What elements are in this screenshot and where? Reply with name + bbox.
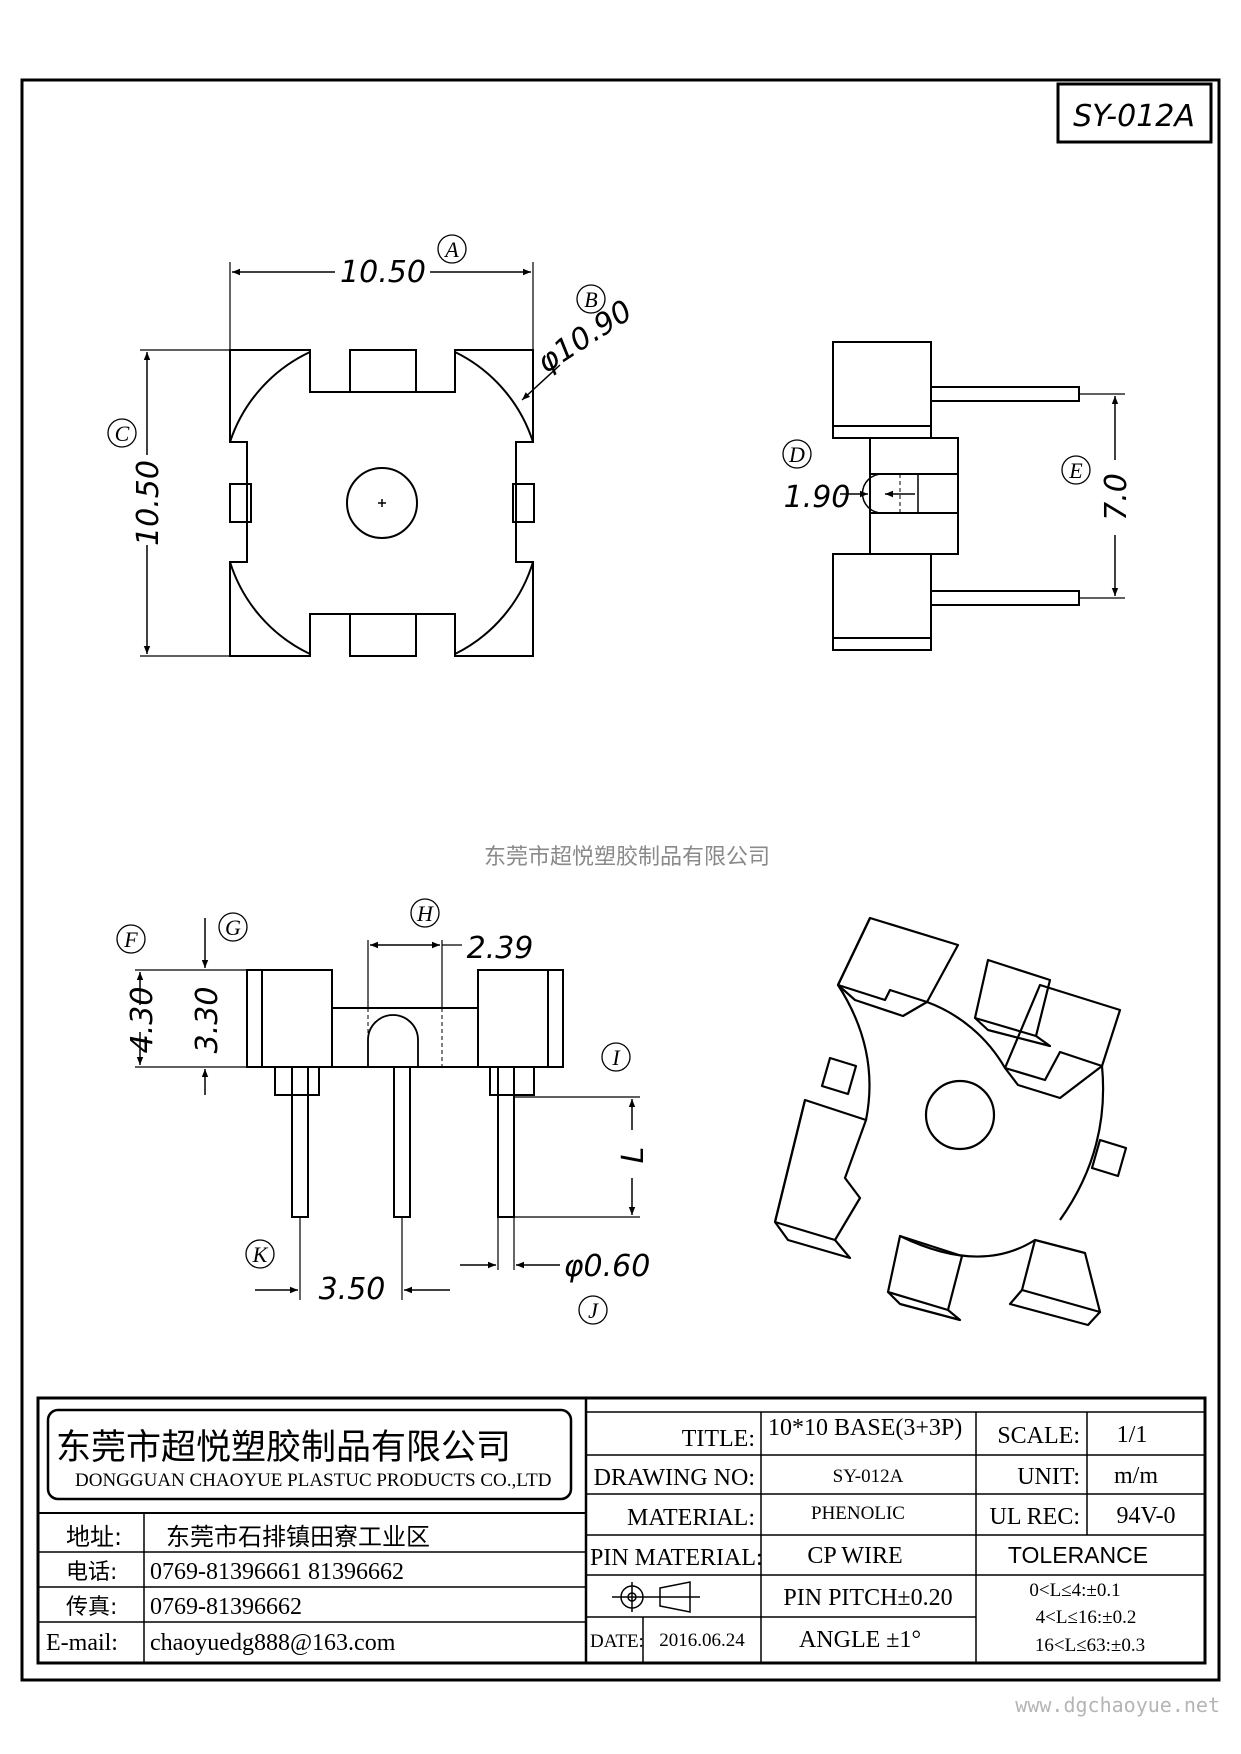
- callout-c: C: [115, 421, 130, 446]
- unit-value: m/m: [1114, 1463, 1158, 1489]
- tolerance-label: TOLERANCE: [1008, 1542, 1148, 1568]
- callout-j: J: [588, 1298, 599, 1323]
- unit-label: UNIT:: [1017, 1464, 1080, 1490]
- angle-value: ANGLE ±1°: [799, 1627, 921, 1653]
- dim-a-value: 10.50: [340, 255, 426, 290]
- callout-h: H: [416, 901, 434, 926]
- drawing-code: SY-012A: [1073, 99, 1195, 134]
- pin-material-label: PIN MATERIAL:: [590, 1545, 763, 1571]
- watermark-text: 东莞市超悦塑胶制品有限公司: [484, 845, 770, 870]
- callout-f: F: [123, 927, 138, 952]
- pin-material-value: CP WIRE: [807, 1543, 902, 1569]
- side-view: [832, 341, 1125, 651]
- phone-value: 0769-81396661 81396662: [150, 1559, 404, 1585]
- ul-rec-value: 94V-0: [1116, 1503, 1175, 1529]
- callout-i: I: [611, 1045, 621, 1070]
- date-value: 2016.06.24: [659, 1630, 745, 1651]
- address-label: 地址:: [66, 1523, 122, 1551]
- material-label: MATERIAL:: [627, 1505, 755, 1531]
- callout-b: B: [584, 287, 597, 312]
- email-value: chaoyuedg888@163.com: [150, 1630, 396, 1656]
- drawing-no-value: SY-012A: [833, 1466, 904, 1487]
- isometric-view: [773, 916, 1128, 1327]
- dim-g-value: 3.30: [190, 987, 225, 1054]
- tolerance-row-1: 0<L≤4:±0.1: [1029, 1580, 1120, 1601]
- top-view: [140, 262, 561, 657]
- projection-symbol-icon: [612, 1581, 700, 1613]
- callout-g: G: [225, 915, 241, 940]
- drawing-no-label: DRAWING NO:: [594, 1465, 755, 1491]
- dim-d-value: 1.90: [784, 480, 851, 515]
- fax-value: 0769-81396662: [150, 1594, 302, 1620]
- outer-frame: [20, 78, 1221, 1682]
- dim-k-value: 3.50: [319, 1272, 386, 1307]
- dim-h-value: 2.39: [467, 931, 534, 966]
- callouts: [107, 234, 1091, 1325]
- company-name-cn: 东莞市超悦塑胶制品有限公司: [56, 1428, 511, 1468]
- scale-value: 1/1: [1117, 1422, 1148, 1448]
- email-label: E-mail:: [46, 1630, 118, 1656]
- title-block: [36, 1396, 1207, 1665]
- dim-i-value: L: [616, 1147, 651, 1164]
- website-text: www.dgchaoyue.net: [1015, 1693, 1220, 1717]
- date-label: DATE:: [590, 1631, 644, 1652]
- front-view: [135, 918, 640, 1300]
- callout-a: A: [443, 237, 459, 262]
- tolerance-row-3: 16<L≤63:±0.3: [1035, 1635, 1145, 1656]
- drawing-code-box: SY-012A: [1056, 82, 1213, 144]
- fax-label: 传真:: [66, 1595, 117, 1620]
- dim-j-value: φ0.60: [564, 1249, 651, 1284]
- material-value: PHENOLIC: [811, 1503, 905, 1524]
- pin-pitch-value: PIN PITCH±0.20: [783, 1585, 952, 1611]
- callout-e: E: [1068, 458, 1083, 483]
- dim-e-value: 7.0: [1099, 473, 1134, 521]
- phone-label: 电话:: [66, 1560, 117, 1585]
- company-name-en: DONGGUAN CHAOYUE PLASTUC PRODUCTS CO.,LT…: [75, 1470, 551, 1491]
- tolerance-row-2: 4<L≤16:±0.2: [1036, 1607, 1137, 1628]
- callout-d: D: [788, 442, 805, 467]
- scale-label: SCALE:: [997, 1423, 1080, 1449]
- ul-rec-label: UL REC:: [990, 1504, 1080, 1530]
- address-value: 东莞市石排镇田寮工业区: [166, 1523, 430, 1551]
- dim-f-value: 4.30: [125, 987, 160, 1054]
- title-label: TITLE:: [682, 1426, 755, 1452]
- callout-k: K: [252, 1242, 269, 1267]
- dim-c-value: 10.50: [131, 460, 166, 546]
- title-value: 10*10 BASE(3+3P): [768, 1415, 962, 1441]
